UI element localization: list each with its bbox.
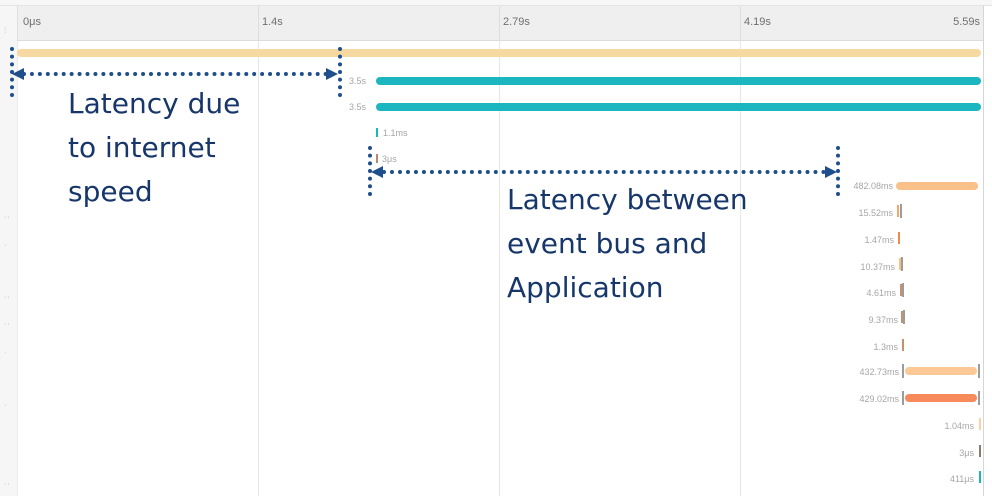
span-end-marker [903, 310, 905, 324]
axis-tick-label: 0μs [23, 16, 41, 28]
annotation-dimension-line [22, 72, 328, 76]
span-duration: 10.37ms [860, 262, 895, 272]
span-bar[interactable] [896, 182, 978, 190]
gridline [499, 41, 500, 496]
span-end-marker [901, 257, 903, 271]
window-top-edge [0, 0, 992, 6]
span-duration: 3.5s [349, 102, 367, 112]
axis-tick-label: 2.79s [503, 16, 530, 28]
span-bar[interactable] [905, 394, 977, 402]
span-duration: 15.52ms [858, 208, 893, 218]
annotation-line: Latency due [68, 87, 241, 120]
span-bar[interactable] [902, 339, 904, 351]
span-end-marker [902, 283, 904, 297]
axis-tick-label: 4.19s [744, 16, 771, 28]
span-bar[interactable] [979, 418, 981, 430]
row-indent-marker: ·· [4, 321, 11, 328]
span-start-marker [902, 391, 904, 405]
timeline-axis-header: 0μs 1.4s 2.79s 4.19s 5.59s [17, 6, 983, 41]
row-indent-marker: ·· [4, 214, 11, 221]
span-duration: 482.08ms [853, 181, 893, 191]
span-end-marker [900, 204, 902, 218]
span-bar[interactable] [905, 367, 977, 375]
span-bar[interactable] [376, 103, 981, 111]
axis-tick: 2.79s [499, 6, 530, 40]
arrow-left-icon [371, 166, 383, 178]
row-indent-marker: · [4, 349, 8, 356]
annotation-line: Application [507, 271, 664, 304]
annotation-line: event bus and [507, 227, 708, 260]
row-indent-marker: · [4, 242, 8, 249]
span-duration: 1.47ms [864, 235, 894, 245]
annotation-label: Latency between event bus and Applicatio… [507, 178, 748, 310]
span-bar[interactable] [376, 154, 378, 163]
span-duration: 9.37ms [868, 315, 898, 325]
span-bar[interactable] [979, 471, 981, 483]
span-bar[interactable] [376, 77, 981, 85]
span-duration: 429.02ms [859, 394, 899, 404]
span-bar[interactable] [376, 128, 378, 137]
annotation-label: Latency due to internet speed [68, 82, 240, 214]
span-bar[interactable] [900, 284, 902, 296]
annotation-boundary-line [836, 146, 840, 196]
annotation-line: Latency between [507, 183, 748, 216]
gridline [258, 41, 259, 496]
gridline [740, 41, 741, 496]
arrow-right-icon [825, 166, 837, 178]
annotation-boundary-line [368, 146, 372, 196]
axis-tick: 4.19s [740, 6, 771, 40]
span-start-marker [902, 364, 904, 378]
span-duration: 3μs [382, 154, 397, 164]
span-duration: 3μs [959, 448, 974, 458]
arrow-right-icon [326, 68, 338, 80]
span-duration: 1.04ms [944, 421, 974, 431]
arrow-left-icon [12, 68, 24, 80]
span-bar[interactable] [899, 258, 901, 270]
span-end-marker [978, 364, 980, 378]
annotation-line: speed [68, 175, 153, 208]
axis-tick: 0μs [17, 6, 41, 40]
row-gutter: ⁞ ·· · ·· ·· · · ·· [0, 6, 18, 496]
span-bar[interactable] [898, 232, 900, 244]
span-end-marker [978, 391, 980, 405]
row-indent-marker: ·· [4, 294, 11, 301]
annotation-dimension-line [382, 170, 826, 174]
span-bar[interactable] [901, 311, 903, 323]
resize-grip-icon[interactable]: ⁞ [4, 26, 7, 35]
span-duration: 432.73ms [859, 367, 899, 377]
span-bar[interactable] [979, 445, 981, 457]
axis-tick-label: 1.4s [262, 16, 283, 28]
axis-tick-label: 5.59s [953, 16, 980, 28]
row-indent-marker: ·· [4, 481, 11, 488]
span-bar[interactable] [897, 205, 899, 217]
timeline-right-border [983, 6, 984, 496]
axis-tick: 1.4s [258, 6, 283, 40]
span-duration: 4.61ms [866, 288, 896, 298]
span-duration: 1.3ms [873, 342, 898, 352]
span-duration: 1.1ms [383, 128, 408, 138]
annotation-boundary-line [338, 47, 342, 97]
annotation-line: to internet [68, 131, 216, 164]
row-indent-marker: · [4, 402, 8, 409]
span-duration: 411μs [949, 474, 974, 484]
span-duration: 3.5s [349, 76, 367, 86]
span-bar-root[interactable] [17, 49, 981, 57]
